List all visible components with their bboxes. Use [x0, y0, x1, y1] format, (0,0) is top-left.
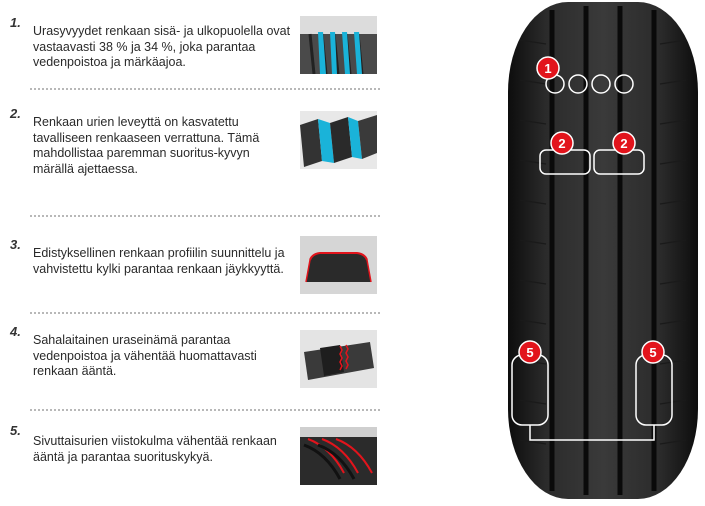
feature-text: Sivuttaisurien viistokulma vähentää renk… — [33, 434, 277, 464]
marker-label: 2 — [620, 136, 627, 151]
marker-1-badge: 1 — [536, 56, 560, 80]
divider — [30, 215, 380, 217]
serrated-groove-image — [300, 330, 377, 388]
marker-label: 2 — [558, 136, 565, 151]
marker-2-left-badge: 2 — [550, 131, 574, 155]
divider — [30, 312, 380, 314]
marker-label: 5 — [526, 345, 533, 360]
divider — [30, 409, 380, 411]
marker-5-left-badge: 5 — [518, 340, 542, 364]
tire-profile-image — [300, 236, 377, 294]
feature-text: Sahalaitainen uraseinämä parantaa vedenp… — [33, 333, 257, 378]
marker-label: 1 — [544, 61, 551, 76]
feature-number: 1. — [10, 15, 21, 30]
marker-label: 5 — [649, 345, 656, 360]
angled-groove-image — [300, 427, 377, 485]
tread-groove-water-image — [300, 16, 377, 74]
feature-number: 5. — [10, 423, 21, 438]
marker-2-right-badge: 2 — [612, 131, 636, 155]
feature-number: 4. — [10, 324, 21, 339]
tire-illustration: 1 2 2 5 5 — [500, 0, 705, 501]
marker-5-right-badge: 5 — [641, 340, 665, 364]
feature-number: 2. — [10, 106, 21, 121]
divider — [30, 88, 380, 90]
feature-text: Urasyvyydet renkaan sisä- ja ulkopuolell… — [33, 24, 291, 69]
wide-groove-image — [300, 111, 377, 169]
feature-number: 3. — [10, 237, 21, 252]
feature-text: Renkaan urien leveyttä on kasvatettu tav… — [33, 115, 260, 176]
feature-text: Edistyksellinen renkaan profiilin suunni… — [33, 246, 285, 276]
